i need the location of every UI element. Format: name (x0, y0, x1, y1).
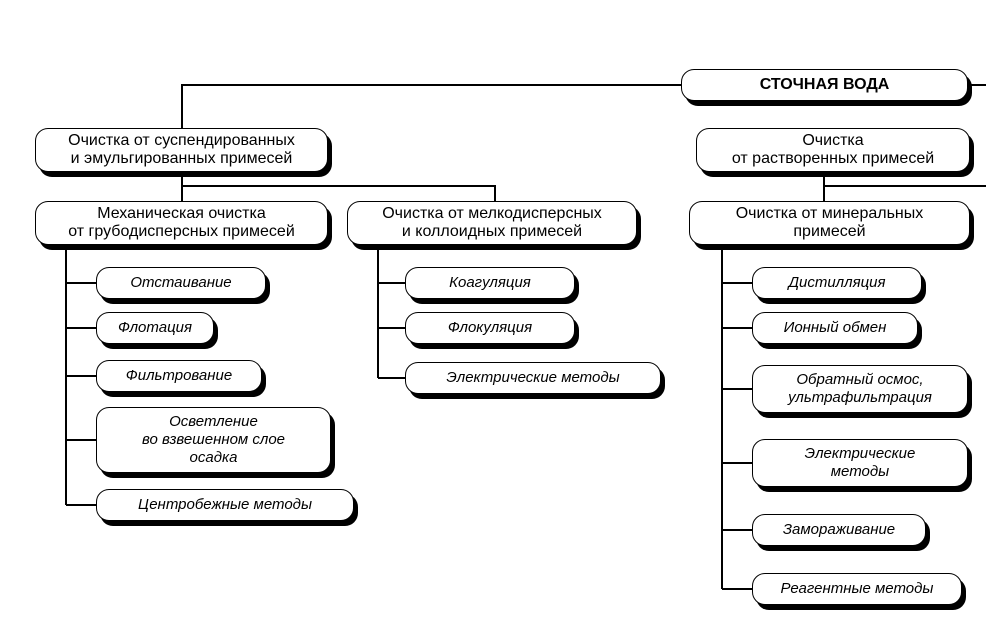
connector-lines (65, 84, 986, 590)
connector-mechanical-methods (65, 244, 96, 506)
method-electrical-fine: Электрические методы (405, 362, 661, 394)
mechanical-node: Механическая очистка от грубодисперсных … (35, 201, 328, 245)
method-settling: Отстаивание (96, 267, 266, 299)
method-reverse-osmosis: Обратный осмос, ультрафильтрация (752, 365, 968, 413)
method-suspended-layer-clarification: Осветление во взвешенном слое осадка (96, 407, 331, 473)
suspended-node: Очистка от суспендированных и эмульгиров… (35, 128, 328, 172)
method-centrifugal: Центробежные методы (96, 489, 354, 521)
connector-fine-methods (377, 244, 405, 379)
mineral-node: Очистка от минеральных примесей (689, 201, 970, 245)
method-flocculation: Флокуляция (405, 312, 575, 344)
method-reagent: Реагентные методы (752, 573, 962, 605)
method-filtration: Фильтрование (96, 360, 262, 392)
method-distillation: Дистилляция (752, 267, 922, 299)
method-coagulation: Коагуляция (405, 267, 575, 299)
connector-suspended-children (181, 172, 496, 202)
method-freezing: Замораживание (752, 514, 926, 546)
connector-root-suspended (181, 84, 681, 130)
dissolved-node: Очистка от растворенных примесей (696, 128, 970, 172)
connector-dissolved-children (823, 172, 986, 202)
method-flotation: Флотация (96, 312, 214, 344)
method-ion-exchange: Ионный обмен (752, 312, 918, 344)
method-electrical-mineral: Электрические методы (752, 439, 968, 487)
fine-node: Очистка от мелкодисперсных и коллоидных … (347, 201, 637, 245)
connector-mineral-methods (721, 244, 752, 590)
root-node: СТОЧНАЯ ВОДА (681, 69, 968, 101)
